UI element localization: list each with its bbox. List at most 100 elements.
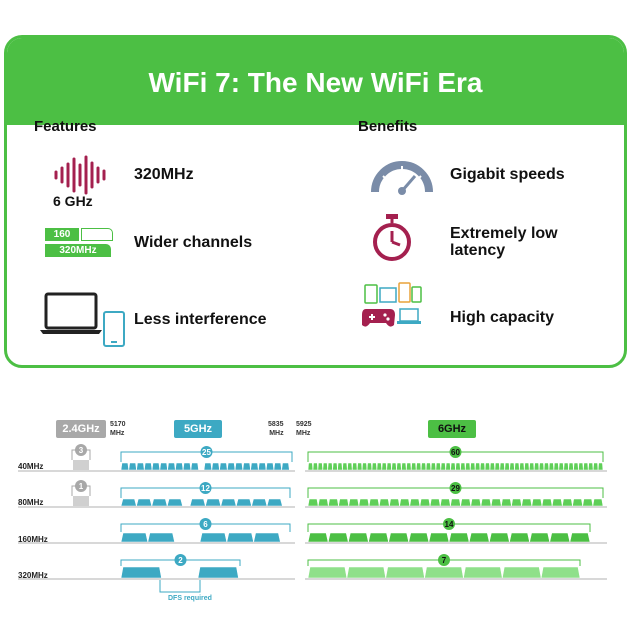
band6-row0-channel <box>548 462 555 471</box>
band6-row3-channel <box>307 566 348 579</box>
band6-row0-channel <box>356 462 363 471</box>
benefit-latency-line2: latency <box>450 242 506 259</box>
band6-row0-channel <box>406 462 412 471</box>
band5-row0-channel <box>219 462 228 471</box>
band6-row0-channel <box>391 462 397 471</box>
band5-row1-channel <box>205 498 222 507</box>
band6-row1-channel <box>317 498 329 507</box>
band5-row0-channel <box>143 462 153 471</box>
row-label-160mhz: 160MHz <box>18 535 48 544</box>
band6-row0-channel <box>450 462 456 471</box>
band6-row3-channel <box>346 566 387 579</box>
benefit-latency-label: Extremely low latency <box>450 225 558 259</box>
band6-row2-channel <box>368 532 389 543</box>
band6-row3-channel <box>463 566 503 579</box>
band6-row1-channel <box>399 498 411 507</box>
band5-row0-channel <box>250 462 259 471</box>
band6-row1-channel <box>348 498 360 507</box>
band6-row0-channel <box>415 462 422 471</box>
band5-row0-channel <box>174 462 184 471</box>
band6-row0-channel <box>312 462 319 471</box>
band5-row2-channel <box>120 532 149 543</box>
band6-row0-channel <box>592 462 599 471</box>
band6-row0-channel <box>332 462 338 471</box>
band6-row1-channel <box>531 498 543 507</box>
band6-row2-channel <box>307 532 329 543</box>
band6-row3-count-badge <box>438 554 450 566</box>
band6-row0-channel <box>386 462 392 471</box>
band6-row0-channel <box>597 462 604 471</box>
band6-row0-channel <box>371 462 378 471</box>
band6-row0-channel <box>381 462 387 471</box>
band24-block <box>73 496 89 506</box>
band5-row1-channel <box>220 498 237 507</box>
band6-row0-channel <box>440 462 446 471</box>
band6-row0-channel <box>553 462 560 471</box>
band6-row1-channel <box>561 498 573 507</box>
band6-row2-channel <box>549 532 571 543</box>
features-heading: Features <box>34 118 97 135</box>
band6-row0-channel <box>425 462 432 471</box>
badge-320mhz: 320MHz <box>45 244 111 257</box>
band6-row2-channel <box>488 532 510 543</box>
band6-row0-channel <box>410 462 417 471</box>
band6-row0-channel <box>573 462 579 471</box>
band5-row2-channel <box>199 532 228 543</box>
band6-row2-count-badge <box>443 518 455 530</box>
wifi7-card: WiFi 7: The New WiFi Era Features Benefi… <box>4 35 627 368</box>
band6-row2-channel <box>529 532 551 543</box>
band6-row0-channel <box>494 462 501 471</box>
band6-row1-channel <box>439 498 451 507</box>
feature-less-interference-label: Less interference <box>134 311 267 328</box>
band6-row0-channel <box>578 462 584 471</box>
band6-row0-channel <box>307 462 314 471</box>
band-5ghz-tag: 5GHz <box>174 420 222 438</box>
soundwave-caption: 6 GHz <box>53 193 93 209</box>
band6-row1-channel <box>480 498 492 507</box>
band6-row0-channel <box>420 462 427 471</box>
band6-row0-channel <box>322 462 328 471</box>
band6-row0-channel <box>376 462 383 471</box>
band6-row0-channel <box>455 462 461 471</box>
band6-row0-channel <box>327 462 333 471</box>
dfs-bracket <box>159 580 201 593</box>
band5-row1-channel <box>136 498 153 507</box>
page-title: WiFi 7: The New WiFi Era <box>7 38 624 125</box>
band6-row0-channel <box>430 462 437 471</box>
band6-row0-channel <box>563 462 569 471</box>
band6-row1-channel <box>358 498 370 507</box>
laptop-phone-icon <box>40 292 125 347</box>
band24-block <box>73 460 89 470</box>
benefits-heading: Benefits <box>358 118 418 135</box>
band5-row0-channel <box>242 462 251 471</box>
band6-row2-channel <box>509 532 530 543</box>
band6-row0-channel <box>524 462 530 471</box>
band5-row0-channel <box>151 462 161 471</box>
band6-row0-channel <box>435 462 442 471</box>
band6-row3-count: 7 <box>442 556 447 565</box>
band5-row0-channel <box>265 462 275 471</box>
band6-row1-channel <box>511 498 522 507</box>
band5-row2-channel <box>253 532 281 543</box>
band6-row0-channel <box>474 462 481 471</box>
dfs-note: DFS required <box>168 595 212 602</box>
band5-row0-channel <box>211 462 220 471</box>
band5-row1-channel <box>166 498 183 507</box>
band5-row1-count: 12 <box>201 484 210 493</box>
band6-row3-channel <box>501 566 542 579</box>
feature-320mhz-label: 320MHz <box>134 166 194 183</box>
band6-row1-channel <box>582 498 594 507</box>
band5-row0-channel <box>234 462 244 471</box>
band-24ghz-tag: 2.4GHz <box>56 420 106 438</box>
band6-row2-count: 14 <box>445 520 454 529</box>
band6-row0-channel <box>317 462 324 471</box>
band6-row0-channel <box>479 462 486 471</box>
band6-row0-channel <box>558 462 564 471</box>
band-6ghz-tag: 6GHz <box>428 420 476 438</box>
band6-row0-channel <box>543 462 550 471</box>
band6-row1-count-badge <box>449 482 462 494</box>
band6-row1-channel <box>429 498 441 507</box>
